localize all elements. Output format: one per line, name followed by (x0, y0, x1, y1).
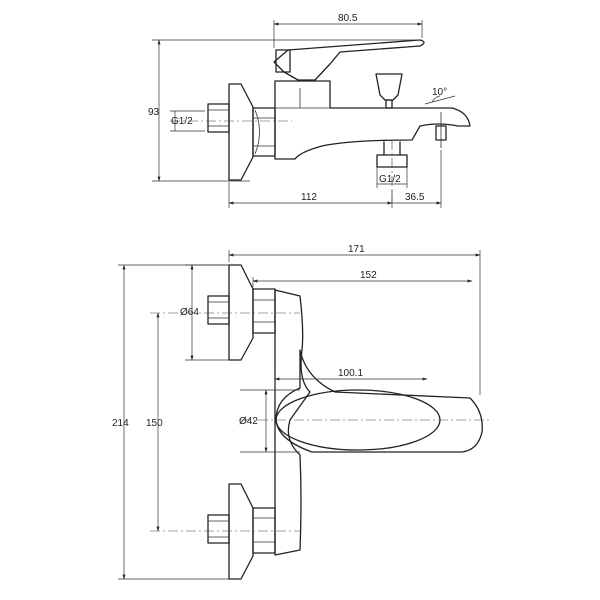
upper-nut (252, 288, 276, 334)
cartridge-cap (275, 49, 291, 73)
aerator (435, 125, 447, 141)
inlet-connector (207, 103, 230, 133)
dim-spout-offset: 36.5 (405, 192, 425, 203)
hex-nut (252, 107, 276, 157)
wall-flange (228, 83, 254, 181)
upper-flange (228, 264, 254, 361)
faucet-body (274, 80, 471, 160)
lower-flange (228, 483, 254, 580)
front-body (274, 289, 311, 556)
dim-spout-angle: 10° (432, 87, 447, 98)
dim-handle-dia: Ø42 (239, 416, 258, 427)
front-lever (275, 349, 483, 453)
dim-lever-width: 80.5 (338, 13, 358, 24)
dim-height: 93 (148, 107, 160, 118)
dim-bottom-thread: G1/2 (379, 174, 401, 185)
front-view: 171 152 Ø64 100.1 Ø42 150 214 (112, 244, 490, 580)
dim-flange-dia: Ø64 (180, 307, 199, 318)
dim-inlet-thread: G1/2 (171, 116, 193, 127)
dim-body-length: 152 (360, 270, 377, 281)
dim-depth: 112 (301, 192, 317, 203)
dim-handle-length: 100.1 (338, 368, 363, 379)
side-view: 80.5 93 G1/2 10° G1/2 112 36.5 (148, 13, 471, 208)
dim-centers: 150 (146, 418, 163, 429)
dim-overall-height: 214 (112, 418, 129, 429)
diverter-knob (375, 73, 403, 101)
lower-nut (252, 507, 276, 554)
dim-overall-length: 171 (348, 244, 365, 255)
